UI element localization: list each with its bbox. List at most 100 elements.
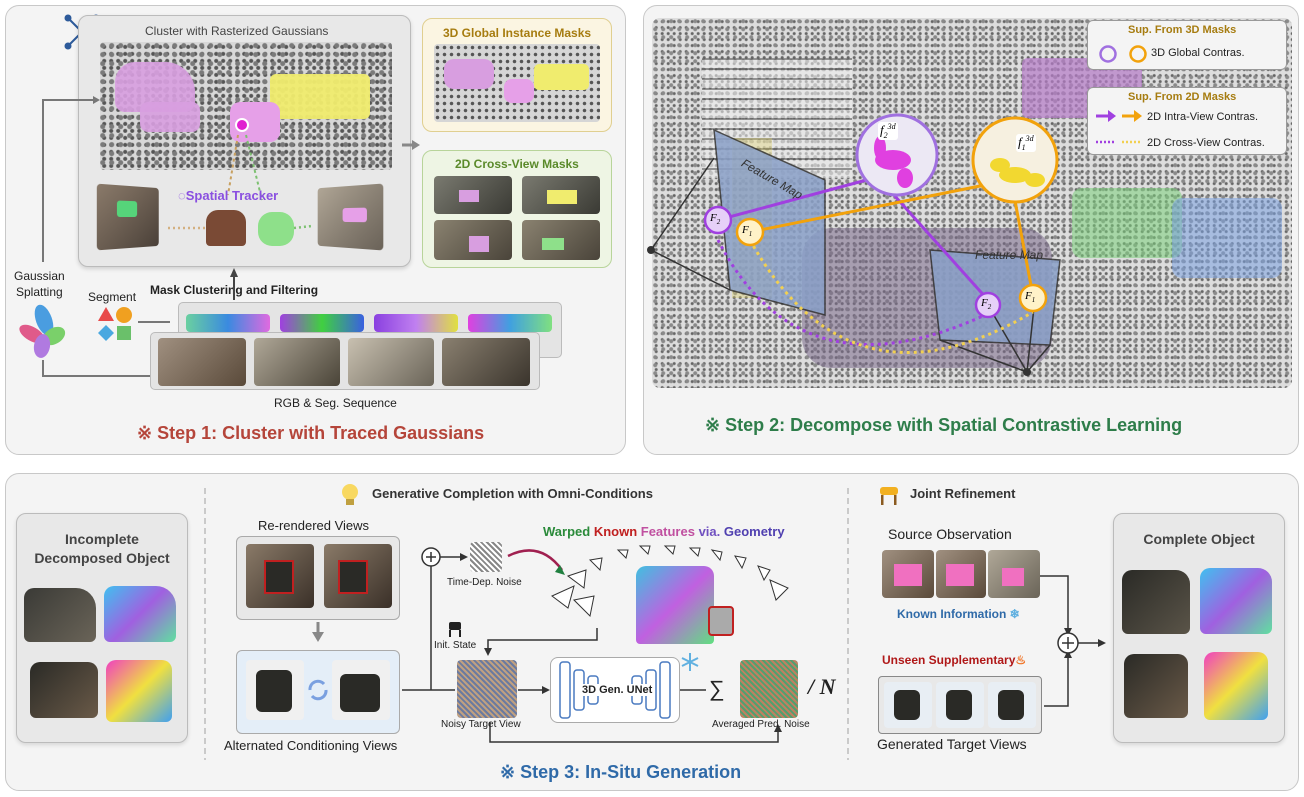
- rgb-frame-1: [158, 338, 246, 386]
- seg-frame-1: [186, 314, 270, 332]
- global-masks-title: 3D Global Instance Masks: [443, 26, 592, 40]
- spatial-tracker-text: Spatial Tracker: [185, 188, 279, 203]
- step3-title: ※ Step 3: In-Situ Generation: [500, 762, 742, 782]
- incomplete-chair-normal-2: [106, 660, 172, 722]
- sup2d-item1: 2D Intra-View Contras.: [1147, 111, 1259, 123]
- f1-3d-letter: f: [1018, 134, 1022, 150]
- F1-right-label: F1: [1025, 290, 1036, 305]
- geometry-word: Geometry: [723, 524, 785, 539]
- incomplete-chair-normal-1: [104, 586, 176, 642]
- time-noise-label: Time-Dep. Noise: [447, 577, 522, 588]
- warped-title: Warped Known Features via. Geometry: [543, 524, 785, 539]
- complete-chair-rgb-1: [1122, 570, 1190, 634]
- generated-img-2: [936, 682, 984, 728]
- sup2d-item2: 2D Cross-View Contras.: [1147, 137, 1265, 149]
- sup3d-circles-icon: [1099, 45, 1147, 63]
- source-img-1: [882, 550, 934, 598]
- crossview-masks-title: 2D Cross-View Masks: [455, 157, 579, 171]
- step2-title: ※ Step 2: Decompose with Spatial Contras…: [705, 415, 1183, 435]
- rgb-seg-label: RGB & Seg. Sequence: [274, 396, 397, 410]
- F2-left-letter: F: [710, 212, 717, 224]
- alternated-label: Alternated Conditioning Views: [224, 738, 398, 753]
- segment-label: Segment: [88, 290, 137, 304]
- seg-frame-2: [280, 314, 364, 332]
- f2-3d-label: f23d: [878, 122, 898, 140]
- cluster-title: Cluster with Rasterized Gaussians: [145, 24, 329, 38]
- complete-title: Complete Object: [1143, 531, 1255, 547]
- rerendered-img-2: [324, 544, 392, 608]
- crossview-img-1: [434, 176, 512, 214]
- cycle-icon: [308, 679, 328, 701]
- F1-right-letter: F: [1025, 290, 1032, 302]
- known-word: Known: [593, 524, 641, 539]
- unseen-text: Unseen Supplementary: [882, 653, 1016, 667]
- flame-icon: ♨: [1015, 653, 1027, 667]
- features-word: Features: [640, 524, 699, 539]
- cluster-scene-image: [100, 42, 392, 170]
- time-noise-image: [470, 542, 502, 572]
- alternated-img-2: [332, 660, 390, 720]
- warped-word: Warped: [543, 524, 594, 539]
- sup3d-box: [1087, 20, 1287, 70]
- incomplete-chair-rgb-2: [30, 662, 98, 718]
- rgb-frame-2: [254, 338, 340, 386]
- snowflake-small-icon: ❄: [1009, 607, 1020, 621]
- F1-left-letter: F: [742, 224, 749, 236]
- generated-img-3: [988, 682, 1036, 728]
- rgb-frame-4: [442, 338, 530, 386]
- chair-icon: [880, 487, 898, 505]
- f2-3d-letter: f: [880, 122, 884, 138]
- gaussian-splatting-label: Gaussian Splatting: [14, 269, 65, 299]
- tracker-chair-green: [258, 212, 294, 246]
- warped-chair-image: [636, 566, 714, 644]
- global-masks-image: [434, 44, 600, 122]
- sup2d-title: Sup. From 2D Masks: [1128, 91, 1237, 103]
- complete-chair-rgb-2: [1124, 654, 1188, 718]
- seg-frame-4: [468, 314, 552, 332]
- gaussian-splat-icon: [19, 304, 66, 358]
- F2-right-letter: F: [981, 297, 988, 309]
- spatial-tracker-label: ◌Spatial Tracker: [178, 188, 279, 203]
- sum-symbol: ∑: [709, 676, 725, 701]
- rgb-frame-3: [348, 338, 434, 386]
- init-state-label: Init. State: [434, 640, 477, 651]
- incomplete-title: Incomplete Decomposed Object: [34, 531, 170, 566]
- rerendered-img-1: [246, 544, 314, 608]
- joint-refinement-label: Joint Refinement: [910, 486, 1016, 501]
- source-img-3: [988, 550, 1040, 598]
- rerendered-label: Re-rendered Views: [258, 518, 370, 533]
- generated-img-1: [884, 682, 932, 728]
- F1-left-label: F1: [742, 224, 753, 239]
- crossview-img-4: [522, 220, 600, 260]
- feature-map-right-label: Feature Map: [975, 248, 1044, 262]
- sup2d-arrows-icon: [1096, 110, 1142, 144]
- lightbulb-icon: [342, 484, 358, 505]
- f1-3d-label: f13d: [1016, 134, 1036, 152]
- step1-title: ※ Step 1: Cluster with Traced Gaussians: [137, 423, 485, 443]
- alternated-img-1: [246, 660, 304, 720]
- generated-label: Generated Target Views: [877, 736, 1027, 752]
- complete-chair-normal-2: [1204, 652, 1268, 720]
- snowflake-icon: [681, 653, 699, 671]
- sup3d-item: 3D Global Contras.: [1151, 47, 1245, 59]
- div-n-label: / N: [808, 674, 836, 699]
- unseen-label: Unseen Supplementary♨: [882, 653, 1026, 667]
- warped-red-frames: [708, 606, 734, 636]
- tracker-chair-brown: [206, 210, 246, 246]
- noisy-target-label: Noisy Target View: [441, 719, 521, 730]
- via-word: via.: [698, 524, 724, 539]
- source-obs-label: Source Observation: [888, 526, 1012, 542]
- avg-noise-image: [740, 660, 798, 718]
- incomplete-chair-rgb-1: [24, 588, 96, 642]
- F2-right-label: F2: [981, 297, 992, 312]
